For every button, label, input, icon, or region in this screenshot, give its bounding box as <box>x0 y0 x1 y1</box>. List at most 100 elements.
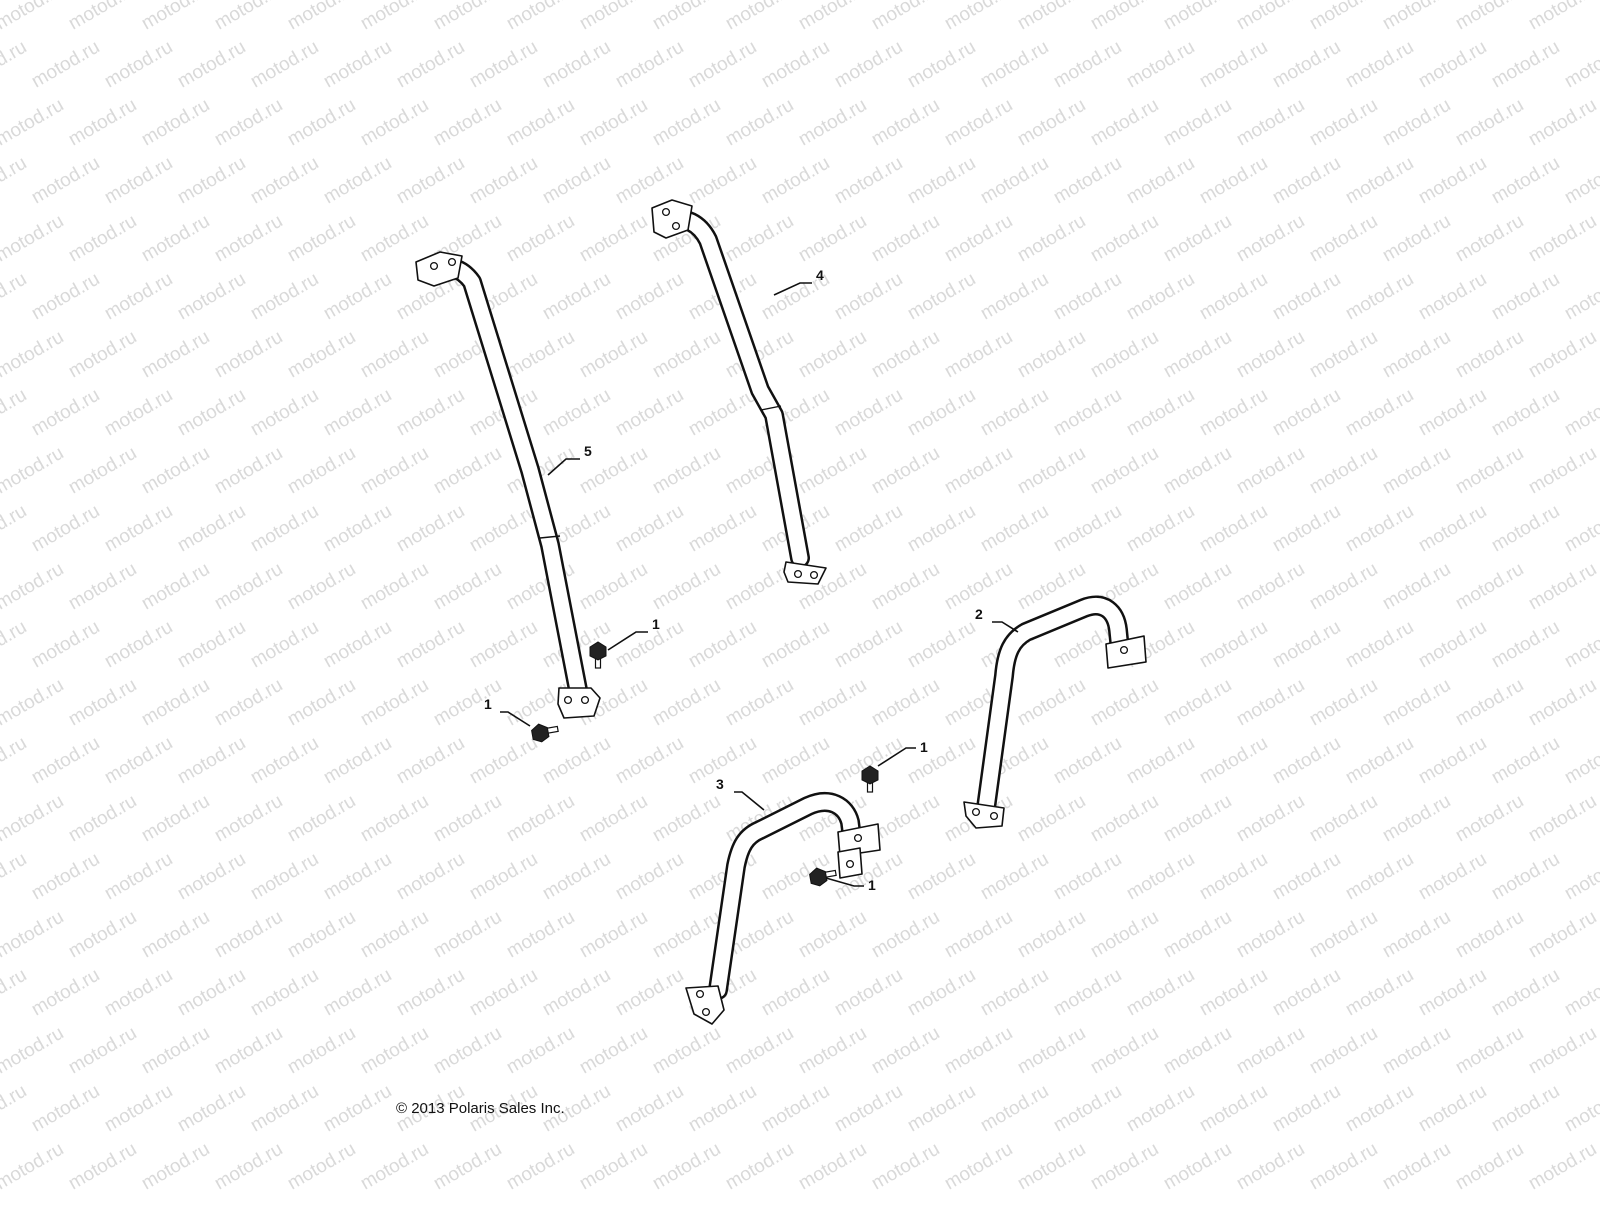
watermark-text: motod.ru <box>1233 327 1308 383</box>
watermark-text: motod.ru <box>1561 37 1600 93</box>
watermark-text: motod.ru <box>576 211 651 267</box>
watermark-text: motod.ru <box>1123 269 1198 325</box>
watermark-text: motod.ru <box>0 0 67 34</box>
watermark-text: motod.ru <box>1014 675 1089 731</box>
watermark-text: motod.ru <box>1379 675 1454 731</box>
watermark-text: motod.ru <box>1452 1023 1527 1079</box>
watermark-text: motod.ru <box>320 1081 395 1137</box>
watermark-text: motod.ru <box>174 501 249 557</box>
watermark-text: motod.ru <box>1087 443 1162 499</box>
watermark-text: motod.ru <box>904 37 979 93</box>
watermark-text: motod.ru <box>1123 1081 1198 1137</box>
watermark-text: motod.ru <box>576 95 651 151</box>
watermark-text: motod.ru <box>393 385 468 441</box>
watermark-text: motod.ru <box>0 443 67 499</box>
watermark-text: motod.ru <box>1196 37 1271 93</box>
watermark-text: motod.ru <box>1452 95 1527 151</box>
callout-label: 3 <box>716 776 724 792</box>
watermark-text: motod.ru <box>174 1081 249 1137</box>
watermark-text: motod.ru <box>284 0 359 34</box>
watermark-text: motod.ru <box>1196 733 1271 789</box>
watermark-text: motod.ru <box>612 733 687 789</box>
watermark-text: motod.ru <box>831 385 906 441</box>
watermark-text: motod.ru <box>138 559 213 615</box>
watermark-text: motod.ru <box>174 269 249 325</box>
watermark-text: motod.ru <box>1379 1139 1454 1195</box>
watermark-text: motod.ru <box>1415 153 1490 209</box>
watermark-text: motod.ru <box>28 965 103 1021</box>
watermark-text: motod.ru <box>1233 907 1308 963</box>
watermark-text: motod.ru <box>211 791 286 847</box>
watermark-text: motod.ru <box>612 617 687 673</box>
watermark-text: motod.ru <box>1415 1081 1490 1137</box>
watermark-text: motod.ru <box>503 1139 578 1195</box>
watermark-text: motod.ru <box>0 1081 30 1137</box>
watermark-text: motod.ru <box>28 1081 103 1137</box>
watermark-text: motod.ru <box>284 675 359 731</box>
watermark-text: motod.ru <box>357 0 432 34</box>
watermark-text: motod.ru <box>758 153 833 209</box>
watermark-text: motod.ru <box>1452 791 1527 847</box>
watermark-text: motod.ru <box>758 37 833 93</box>
watermark-text: motod.ru <box>138 1139 213 1195</box>
callout-label: 1 <box>920 739 928 755</box>
watermark-text: motod.ru <box>904 965 979 1021</box>
watermark-text: motod.ru <box>430 559 505 615</box>
watermark-text: motod.ru <box>612 269 687 325</box>
watermark-text: motod.ru <box>0 617 30 673</box>
watermark-text: motod.ru <box>1415 849 1490 905</box>
bolt-icon <box>589 641 607 669</box>
watermark-text: motod.ru <box>1525 211 1600 267</box>
watermark-text: motod.ru <box>722 675 797 731</box>
watermark-text: motod.ru <box>1269 965 1344 1021</box>
watermark-text: motod.ru <box>284 443 359 499</box>
watermark-text: motod.ru <box>357 327 432 383</box>
watermark-text: motod.ru <box>685 501 760 557</box>
watermark-text: motod.ru <box>1123 37 1198 93</box>
watermark-text: motod.ru <box>1452 675 1527 731</box>
watermark-text: motod.ru <box>1014 95 1089 151</box>
watermark-text: motod.ru <box>65 1023 140 1079</box>
watermark-text: motod.ru <box>320 385 395 441</box>
watermark-text: motod.ru <box>1306 791 1381 847</box>
watermark-text: motod.ru <box>1233 1023 1308 1079</box>
watermark-text: motod.ru <box>1525 443 1600 499</box>
watermark-text: motod.ru <box>1525 559 1600 615</box>
watermark-text: motod.ru <box>1087 211 1162 267</box>
bolt-icon <box>531 723 559 743</box>
watermark-text: motod.ru <box>1196 849 1271 905</box>
watermark-text: motod.ru <box>1014 211 1089 267</box>
watermark-text: motod.ru <box>1525 0 1600 34</box>
watermark-text: motod.ru <box>904 617 979 673</box>
watermark-text: motod.ru <box>722 95 797 151</box>
watermark-text: motod.ru <box>977 385 1052 441</box>
watermark-text: motod.ru <box>758 1081 833 1137</box>
watermark-text: motod.ru <box>1525 1139 1600 1195</box>
watermark-text: motod.ru <box>612 385 687 441</box>
watermark-text: motod.ru <box>831 617 906 673</box>
watermark-text: motod.ru <box>503 791 578 847</box>
watermark-text: motod.ru <box>539 965 614 1021</box>
watermark-text: motod.ru <box>612 1081 687 1137</box>
watermark-text: motod.ru <box>1561 153 1600 209</box>
watermark-text: motod.ru <box>0 211 67 267</box>
watermark-text: motod.ru <box>539 849 614 905</box>
watermark-text: motod.ru <box>1087 1023 1162 1079</box>
watermark-text: motod.ru <box>1233 1139 1308 1195</box>
watermark-text: motod.ru <box>1415 733 1490 789</box>
watermark-text: motod.ru <box>357 443 432 499</box>
watermark-text: motod.ru <box>101 733 176 789</box>
watermark-text: motod.ru <box>320 617 395 673</box>
watermark-text: motod.ru <box>1050 37 1125 93</box>
watermark-text: motod.ru <box>466 965 541 1021</box>
watermark-text: motod.ru <box>174 849 249 905</box>
watermark-text: motod.ru <box>941 907 1016 963</box>
watermark-text: motod.ru <box>247 269 322 325</box>
watermark-text: motod.ru <box>1488 1081 1563 1137</box>
watermark-text: motod.ru <box>466 849 541 905</box>
watermark-text: motod.ru <box>0 501 30 557</box>
watermark-text: motod.ru <box>795 95 870 151</box>
watermark-text: motod.ru <box>28 733 103 789</box>
watermark-text: motod.ru <box>1233 791 1308 847</box>
